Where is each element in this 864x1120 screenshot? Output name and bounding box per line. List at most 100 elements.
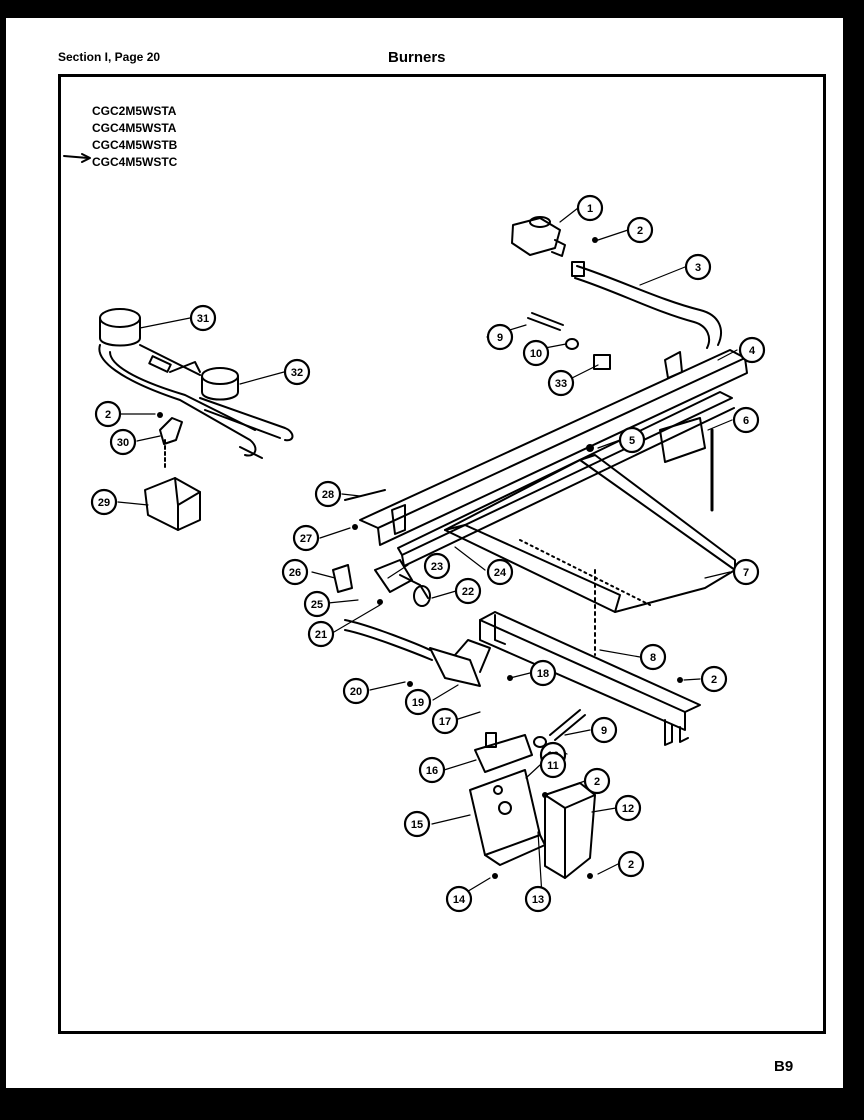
- callout-circle: [486, 558, 514, 586]
- callout-number: 17: [439, 716, 451, 728]
- callout-number: 22: [462, 586, 474, 598]
- callout-circle: [281, 558, 309, 586]
- callout-number: 8: [650, 652, 656, 664]
- callout-circle: [639, 643, 667, 671]
- callout-circle: [738, 336, 766, 364]
- callout-number: 20: [350, 686, 362, 698]
- callout-circle: [418, 756, 446, 784]
- callout-circle: [590, 716, 618, 744]
- callout-number: 2: [594, 776, 600, 788]
- igniter-wire: [344, 619, 431, 651]
- callout-number: 29: [98, 497, 110, 509]
- callout-number: 11: [547, 760, 559, 772]
- model-pointer-arrow: [63, 155, 89, 159]
- burner-tray: [444, 459, 736, 613]
- callout-number: 27: [300, 533, 312, 545]
- callout-number: 2: [711, 674, 717, 686]
- callout-number: 9: [497, 332, 503, 344]
- diagram-frame: [58, 74, 826, 1034]
- callout-circle: [522, 339, 550, 367]
- callout-number: 10: [530, 348, 542, 360]
- callout-number: 28: [322, 489, 334, 501]
- callout-number: 5: [629, 435, 635, 447]
- callout-number: 24: [494, 567, 507, 579]
- model-item: CGC4M5WSTA: [92, 121, 177, 135]
- callout-circle: [189, 304, 217, 332]
- igniter-module: [429, 647, 481, 687]
- callout-circle: [283, 358, 311, 386]
- callout-number: 30: [117, 437, 129, 449]
- model-item: CGC2M5WSTA: [92, 104, 177, 118]
- callout-circle: [342, 677, 370, 705]
- callout-circle: [314, 480, 342, 508]
- callout-number: 6: [743, 415, 749, 427]
- callout-number: 33: [555, 378, 567, 390]
- callout-circle: [732, 558, 760, 586]
- callout-circle: [454, 577, 482, 605]
- callout-circle: [618, 426, 646, 454]
- callout-circle: [732, 406, 760, 434]
- scan-border-right: [843, 0, 864, 1120]
- front-bracket: [479, 619, 686, 731]
- callout-circle: [700, 665, 728, 693]
- callout-circle: [403, 810, 431, 838]
- model-list: CGC2M5WSTA CGC4M5WSTA CGC4M5WSTB CGC4M5W…: [92, 103, 177, 171]
- callout-number: 9: [601, 725, 607, 737]
- callout-circle: [431, 707, 459, 735]
- callout-circle: [576, 194, 604, 222]
- callout-circle: [524, 885, 552, 913]
- manifold-pipe: [576, 265, 722, 346]
- valve-bracket: [469, 769, 541, 856]
- bracket-6: [659, 417, 706, 463]
- scan-border-top: [0, 0, 864, 18]
- page-title: Burners: [388, 49, 446, 66]
- callout-number: 3: [695, 262, 701, 274]
- pipe-fitting: [571, 261, 585, 277]
- valve-switch: [474, 734, 533, 773]
- model-item: CGC4M5WSTC: [92, 155, 178, 169]
- callout-circle: [90, 488, 118, 516]
- scan-border-bottom: [0, 1088, 864, 1120]
- rod-upper: [527, 317, 561, 331]
- callout-circle: [547, 369, 575, 397]
- burner-cap-31: [99, 308, 141, 328]
- callout-number: 21: [315, 629, 327, 641]
- callout-circle: [486, 323, 514, 351]
- callout-circle: [423, 552, 451, 580]
- lower-rail: [397, 391, 733, 556]
- callout-number: 2: [637, 225, 643, 237]
- callout-circle: [307, 620, 335, 648]
- fasteners: [157, 237, 683, 879]
- page-code: B9: [774, 1058, 794, 1075]
- model-item: CGC4M5WSTB: [92, 138, 178, 152]
- callout-circle: [626, 216, 654, 244]
- callout-number: 15: [411, 819, 423, 831]
- callout-number: 31: [197, 313, 209, 325]
- callout-number: 2: [105, 409, 111, 421]
- callout-circle: [445, 885, 473, 913]
- callout-number: 16: [426, 765, 438, 777]
- callout-number: 7: [743, 567, 749, 579]
- callout-circle: [614, 794, 642, 822]
- callout-number: 2: [628, 859, 634, 871]
- scan-border-left: [0, 0, 6, 1120]
- callout-number: 23: [431, 561, 443, 573]
- callout-number: 32: [291, 367, 303, 379]
- pressure-regulator: [511, 217, 561, 256]
- callout-circle: [94, 400, 122, 428]
- callout-circle: [617, 850, 645, 878]
- callout-circle: [404, 688, 432, 716]
- orifice: [565, 338, 579, 350]
- callout-number: 14: [453, 894, 466, 906]
- callout-number: 19: [412, 697, 424, 709]
- spark-electrode: [159, 417, 183, 445]
- callout-number: 12: [622, 803, 634, 815]
- callout-circle: [529, 659, 557, 687]
- clamp: [332, 564, 353, 593]
- callout-circle: [292, 524, 320, 552]
- callout-number: 13: [532, 894, 544, 906]
- fitting-33: [593, 354, 611, 370]
- mounting-bracket: [144, 477, 201, 531]
- callout-number: 4: [749, 345, 756, 357]
